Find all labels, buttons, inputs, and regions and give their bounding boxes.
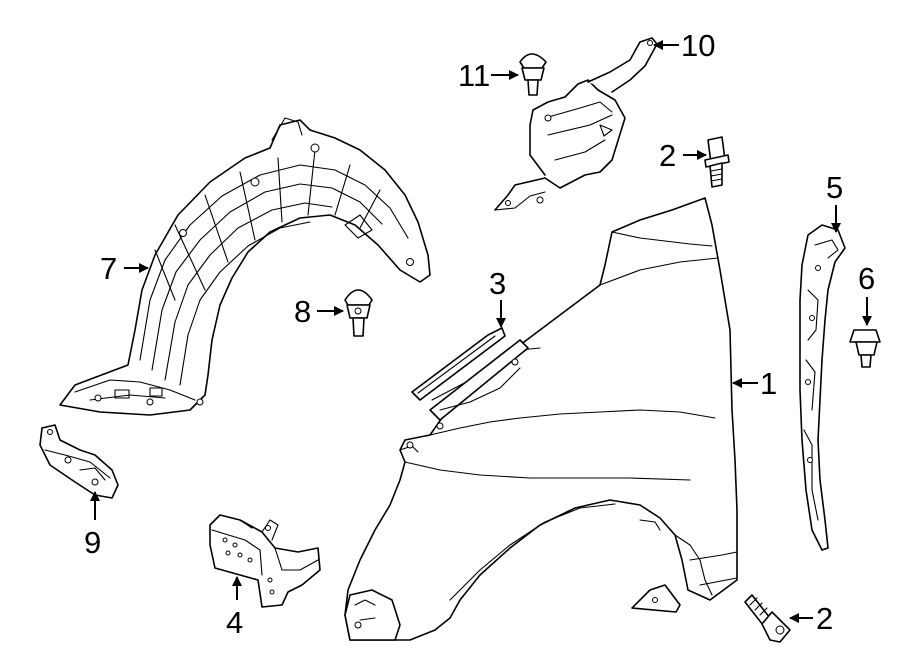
callout-4: 4 [226, 605, 243, 640]
bolt-upper-part[interactable] [704, 136, 730, 188]
callout-2-upper: 2 [659, 138, 676, 173]
callout-10: 10 [681, 28, 715, 63]
callout-2-lower: 2 [816, 601, 833, 636]
callout-9: 9 [84, 525, 101, 560]
callout-1: 1 [760, 366, 777, 401]
callout-5: 5 [826, 170, 843, 205]
seal-strip-part[interactable] [411, 327, 506, 401]
clip-11-part[interactable] [519, 53, 547, 96]
callout-11: 11 [458, 58, 490, 93]
clip-6-part[interactable] [849, 329, 881, 368]
mounting-bracket-part[interactable] [209, 514, 321, 608]
side-seal-part[interactable] [799, 224, 846, 551]
callout-labels: 1 2 2 3 4 5 6 7 8 9 10 11 [84, 28, 875, 640]
callout-7: 7 [100, 251, 117, 286]
callout-3: 3 [489, 266, 506, 301]
callout-8: 8 [294, 294, 311, 329]
upper-splash-shield-part[interactable] [494, 37, 658, 211]
callout-6: 6 [858, 261, 875, 296]
callout-leaders [90, 40, 872, 623]
front-fender-part[interactable] [344, 197, 738, 641]
fender-liner-part[interactable] [59, 117, 431, 416]
bracket-9-part[interactable] [39, 424, 119, 499]
bolt-lower-part[interactable] [744, 594, 791, 643]
clip-8-part[interactable] [344, 289, 373, 337]
